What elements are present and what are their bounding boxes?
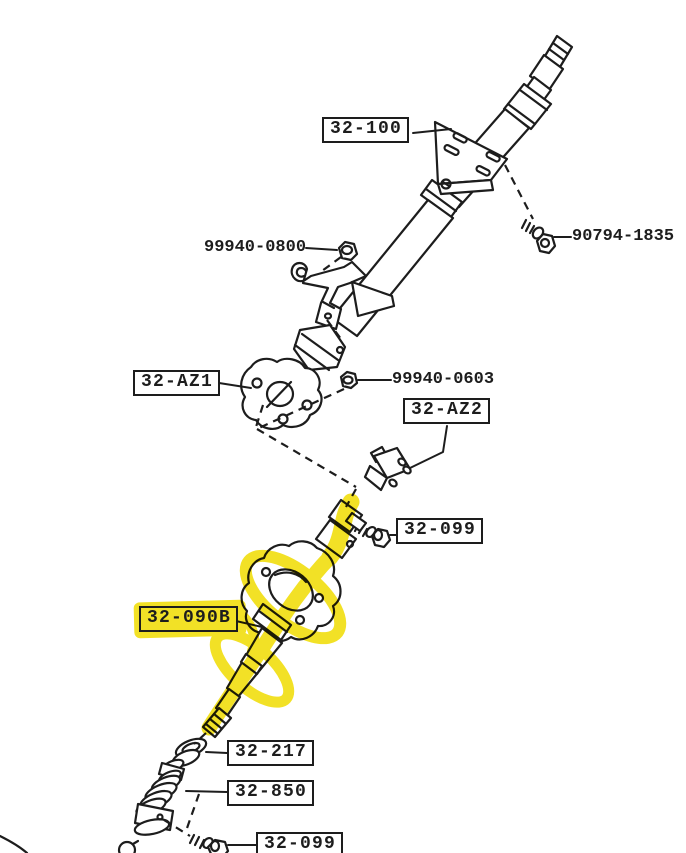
- joint-32-az2: [363, 445, 412, 492]
- bracket-slot: [443, 143, 460, 157]
- clamp-bolt-hole: [323, 312, 333, 320]
- callout-32-100[interactable]: 32-100: [322, 117, 410, 143]
- column-lower-joint: [292, 323, 347, 372]
- clamp-arm: [350, 280, 396, 318]
- column-bearing-band: [502, 82, 553, 131]
- bolt-32-099-lower: [188, 833, 230, 853]
- callout-leader-lines: [185, 128, 572, 846]
- callout-90794-1835[interactable]: 90794-1835: [572, 227, 675, 246]
- flange-32-az1: [240, 357, 323, 430]
- callout-99940-0800[interactable]: 99940-0800: [204, 238, 307, 257]
- callout-32-099-lower[interactable]: 32-099: [256, 832, 344, 853]
- flange-center-hole: [265, 380, 295, 408]
- leader-99940-0800: [305, 247, 338, 251]
- housing-ear-hole: [294, 614, 306, 626]
- bolt-32-099-upper: [353, 522, 392, 549]
- bracket-bolt-hole: [440, 178, 452, 190]
- bolt-90794-1835: [520, 218, 557, 255]
- flange-bolt-hole: [251, 377, 263, 389]
- leader-32-az2: [409, 425, 448, 469]
- bracket-fold: [436, 178, 495, 196]
- upper-steering-column: [290, 34, 574, 372]
- boot-hole: [156, 813, 164, 821]
- callout-32-099-upper[interactable]: 32-099: [396, 518, 484, 544]
- nut-99940-0603: [339, 370, 359, 390]
- bolt-hex-head: [535, 232, 557, 255]
- leader-32-217: [205, 751, 228, 754]
- leader-32-az1: [218, 382, 252, 389]
- callout-32-217[interactable]: 32-217: [227, 740, 315, 766]
- callout-32-az2[interactable]: 32-AZ2: [403, 398, 491, 424]
- mounting-bracket-plate: [433, 120, 509, 196]
- gear-ring: [117, 840, 137, 853]
- column-clamp-bracket: [290, 260, 396, 331]
- bracket-slot: [475, 164, 491, 177]
- housing-ear-hole: [260, 566, 272, 578]
- boot-32-850: [133, 758, 186, 836]
- callout-32-090b-highlighted[interactable]: 32-090B: [139, 606, 239, 632]
- callout-99940-0603[interactable]: 99940-0603: [392, 370, 495, 389]
- callout-32-850[interactable]: 32-850: [227, 780, 315, 806]
- callout-32-az1[interactable]: 32-AZ1: [133, 370, 221, 396]
- leader-32-850: [185, 790, 228, 793]
- bracket-slot: [452, 131, 468, 144]
- bracket-slot: [485, 150, 501, 163]
- leader-32-100: [412, 128, 452, 134]
- steering-gear-edge: [0, 834, 140, 853]
- flange-bolt-hole: [301, 399, 313, 411]
- nut-99940-0800: [337, 240, 359, 262]
